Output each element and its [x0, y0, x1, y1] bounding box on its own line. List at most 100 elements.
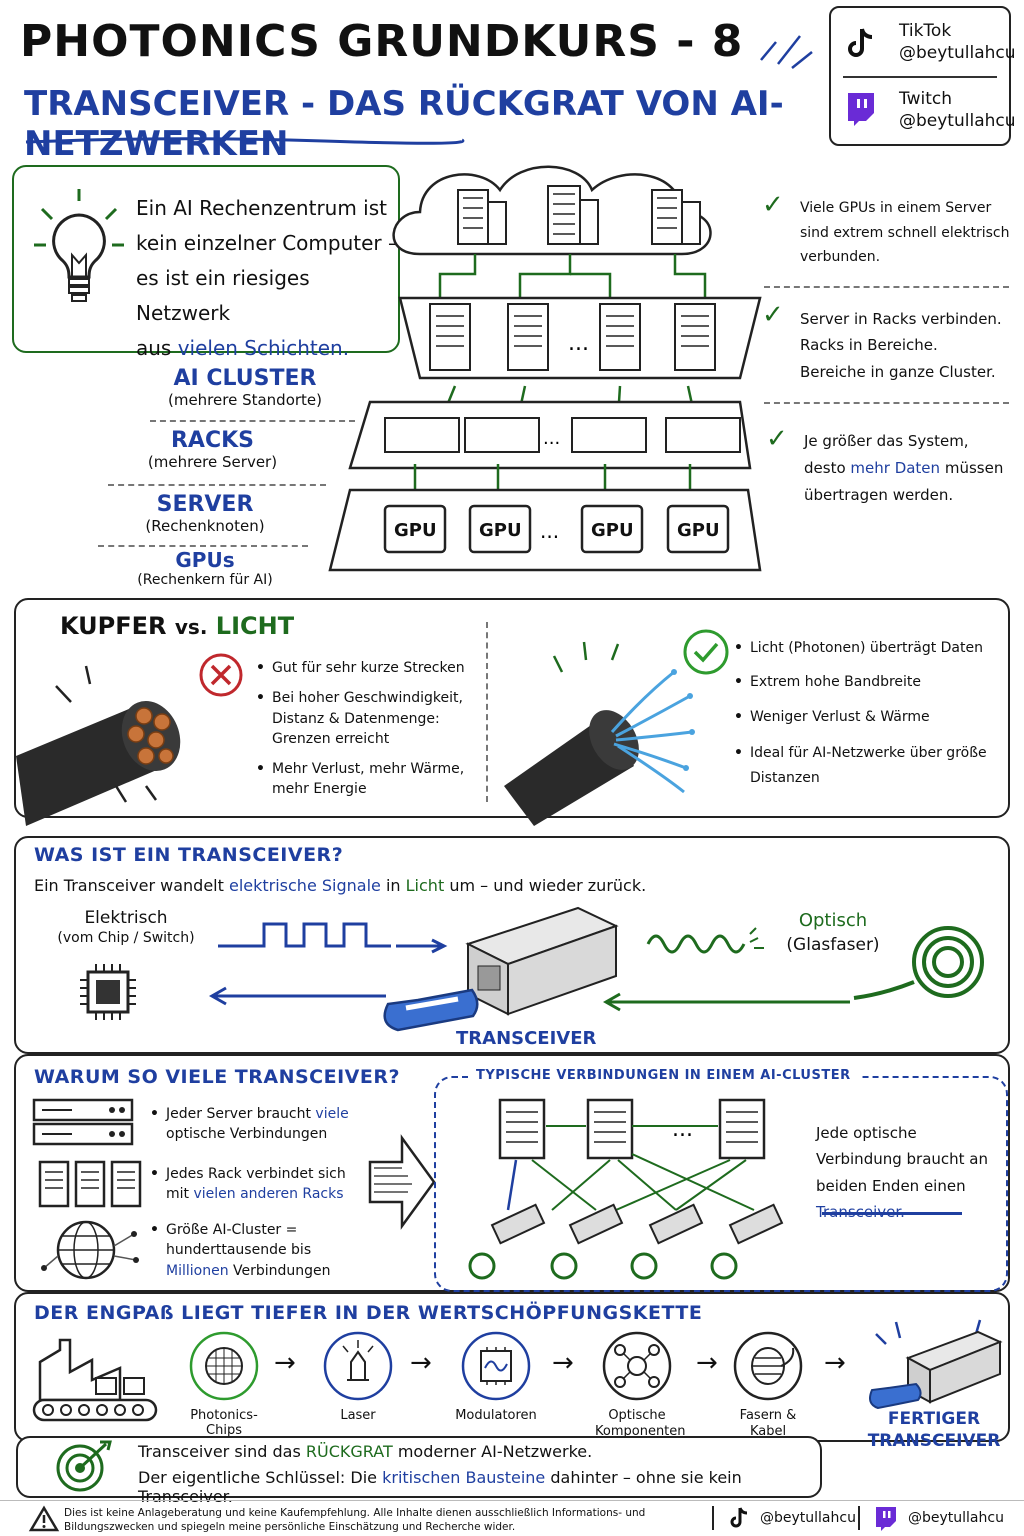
tiktok-label: TikTok: [899, 21, 952, 41]
definition-sentence: Ein Transceiver wandelt elektrische Sign…: [34, 876, 647, 895]
page-title: PHOTONICS GRUNDKURS - 8: [20, 16, 744, 67]
final-transceiver-label: FERTIGER TRANSCEIVER: [867, 1409, 1001, 1452]
chip-icon: [80, 964, 136, 1020]
check-icon: ✓: [762, 300, 784, 330]
cross-icon: [199, 653, 243, 697]
intro-line: aus vielen Schichten.: [136, 336, 350, 360]
step-optical-components: Optische Komponenten: [582, 1330, 692, 1439]
tiktok-icon[interactable]: [728, 1506, 750, 1530]
optical-components-icon: [602, 1331, 672, 1401]
factory-icon: [32, 1338, 158, 1422]
optical-note: Jede optische Verbindung braucht an beid…: [816, 1124, 989, 1221]
check-circle-icon: [683, 629, 729, 675]
elektrisch-sub: (vom Chip / Switch): [57, 930, 195, 946]
footer-twitch-handle[interactable]: @beytullahcu: [908, 1510, 1004, 1526]
check-text-1: Viele GPUs in einem Server sind extrem s…: [800, 200, 1010, 265]
check-text-2: Server in Racks verbinden.Racks in Berei…: [800, 310, 1002, 381]
twitch-label: Twitch: [899, 89, 952, 109]
intro-line: Ein AI Rechenzentrum ist: [136, 196, 387, 220]
tiktok-icon[interactable]: [845, 26, 875, 60]
check-icon: ✓: [762, 190, 784, 220]
vertical-divider: [486, 622, 488, 802]
section-heading: WARUM SO VIELE TRANSCEIVER?: [34, 1066, 401, 1088]
footer-separator: [712, 1506, 714, 1530]
twitch-handle[interactable]: @beytullahcu: [899, 111, 1016, 132]
transceiver-label: TRANSCEIVER: [456, 1028, 597, 1049]
note-underline: [822, 1212, 962, 1215]
building-icon: [457, 185, 701, 245]
fiber-coil-icon: [853, 926, 984, 1000]
chain-arrow: →: [274, 1348, 296, 1378]
check-icon: ✓: [766, 424, 788, 454]
optical-signal-wave: [646, 927, 764, 954]
transceiver-module-image: [383, 906, 619, 1032]
disclaimer-text: Dies ist keine Anlageberatung und keine …: [64, 1507, 646, 1534]
subtitle-underline: [25, 137, 465, 145]
social-box: TikTok @beytullahcu Twitch @beytullahcu: [829, 6, 1016, 146]
value-chain-panel: DER ENGPAß LIEGT TIEFER IN DER WERTSCHÖP…: [14, 1292, 1010, 1442]
rack-icon: [429, 303, 716, 371]
twitch-icon[interactable]: [845, 90, 877, 126]
chain-arrow: →: [696, 1348, 718, 1378]
spark-lines: [760, 35, 813, 69]
elektrisch-label: Elektrisch: [84, 908, 168, 928]
why-point-3: Größe AI-Cluster = hunderttausende bis M…: [148, 1220, 368, 1291]
why-many-panel: WARUM SO VIELE TRANSCEIVER? Jeder Server…: [14, 1054, 1010, 1292]
licht-label: LICHT: [215, 612, 295, 640]
intro-line: kein einzelner Computer –: [136, 231, 399, 255]
footer-tiktok-handle[interactable]: @beytullahcu: [760, 1510, 856, 1526]
racks-icon: [38, 1160, 142, 1208]
copper-cable-image: [16, 665, 181, 826]
layer-gpus: GPUs(Rechenkern für AI): [137, 548, 273, 588]
typical-heading: TYPISCHE VERBINDUNGEN IN EINEM AI-CLUSTE…: [468, 1068, 859, 1083]
modulator-icon: [461, 1331, 531, 1401]
intro-box: Ein AI Rechenzentrum ist kein einzelner …: [12, 165, 400, 360]
section-heading: WAS IST EIN TRANSCEIVER?: [34, 844, 344, 866]
copper-points: Gut für sehr kurze Strecken Bei hoher Ge…: [254, 658, 484, 810]
arrow-left-optical: [602, 992, 850, 1012]
intro-line: es ist ein riesiges Netzwerk: [136, 266, 310, 325]
rack-layer-platform: [398, 296, 762, 380]
svg-text:...: ...: [672, 1117, 693, 1142]
arrow-left-electric: [208, 986, 386, 1006]
section-heading: DER ENGPAß LIEGT TIEFER IN DER WERTSCHÖP…: [34, 1302, 703, 1324]
layer-cluster: AI CLUSTER(mehrere Standorte): [167, 366, 323, 409]
big-arrow-icon: [368, 1134, 436, 1230]
page-subtitle: TRANSCEIVER - DAS RÜCKGRAT VON AI-NETZWE…: [24, 84, 784, 164]
step-photonics-chips: Photonics-Chips: [176, 1330, 272, 1438]
step-laser: Laser: [310, 1330, 406, 1423]
conclusion-line-1: Transceiver sind das RÜCKGRAT moderner A…: [138, 1442, 593, 1461]
tiktok-handle[interactable]: @beytullahcu: [899, 43, 1016, 64]
target-icon: [56, 1440, 112, 1492]
svg-text:GPU: GPU: [394, 520, 437, 541]
chain-arrow: →: [552, 1348, 574, 1378]
transceiver-icon: [490, 1203, 784, 1245]
copper-vs-light-panel: KUPFER vs. LICHT Gut für sehr kurze Stre…: [14, 598, 1010, 826]
step-modulators: Modulatoren: [448, 1330, 544, 1423]
server-stack-icon: [32, 1098, 134, 1146]
optisch-sub: (Glasfaser): [786, 935, 880, 955]
cable-spool-icon: [733, 1331, 803, 1401]
kupfer-label: KUPFER: [60, 612, 167, 640]
why-point-1: Jeder Server braucht viele optische Verb…: [148, 1104, 358, 1155]
globe-network-icon: [41, 1220, 139, 1280]
layer-server: SERVER(Rechenknoten): [145, 492, 265, 535]
what-is-transceiver-panel: WAS IST EIN TRANSCEIVER? Ein Transceiver…: [14, 836, 1010, 1054]
lightbulb-icon: [34, 189, 124, 302]
wafer-icon: [189, 1331, 259, 1401]
svg-text:GPU: GPU: [591, 520, 634, 541]
footer-separator: [858, 1506, 860, 1530]
conclusion-line-2: Der eigentliche Schlüssel: Die kritische…: [138, 1468, 742, 1506]
svg-text:...: ...: [540, 519, 559, 543]
chain-arrow: →: [410, 1348, 432, 1378]
twitch-icon[interactable]: [874, 1505, 898, 1531]
check-text-3: Je größer das System, desto mehr Daten m…: [804, 432, 1004, 504]
light-points: Licht (Photonen) überträgt Daten Extrem …: [732, 638, 1002, 801]
cluster-connections-diagram: ...: [468, 1098, 784, 1280]
footer-divider: [0, 1500, 1024, 1501]
why-point-2: Jedes Rack verbindet sich mit vielen and…: [148, 1164, 358, 1215]
step-fibers-cables: Fasern & Kabel: [720, 1330, 816, 1439]
fiber-cable-image: [504, 641, 695, 826]
layer-racks: RACKS(mehrere Server): [147, 428, 278, 471]
